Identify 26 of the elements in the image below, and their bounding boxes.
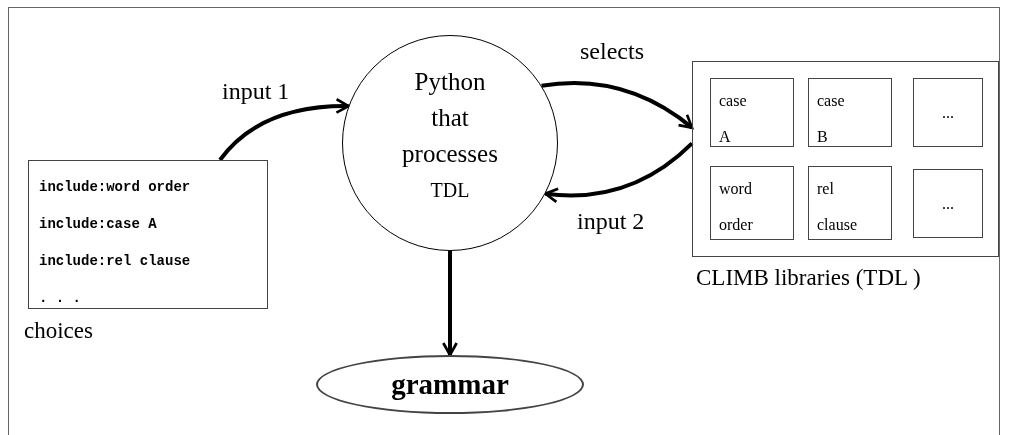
library-item-box [710, 166, 794, 240]
code-line: . . . [39, 289, 81, 308]
library-item-box [808, 166, 892, 240]
node-caption: choices [24, 318, 93, 344]
ellipsis-label: ... [942, 103, 954, 122]
ellipsis-label: ... [942, 194, 954, 213]
code-line: include:rel clause [39, 252, 191, 271]
library-item-box [913, 78, 983, 147]
node-label: case A [719, 91, 748, 147]
arrow [541, 81, 694, 130]
arrow [544, 141, 694, 203]
node-label: word order [719, 179, 754, 235]
arrow [218, 98, 350, 162]
node-label: case B [817, 91, 846, 147]
choices-box [28, 160, 268, 309]
node-label: TDL [430, 178, 470, 203]
library-box [692, 61, 999, 257]
node-caption: CLIMB libraries (TDL ) [696, 265, 921, 291]
library-item-box [913, 169, 983, 238]
code-line: include:word order [39, 178, 191, 197]
arrow [442, 251, 458, 357]
library-item-box [710, 78, 794, 147]
node-label: grammar [391, 368, 509, 401]
code-line: include:case A [39, 215, 157, 234]
library-item-box [808, 78, 892, 147]
node-label: Python that processes [401, 67, 499, 169]
